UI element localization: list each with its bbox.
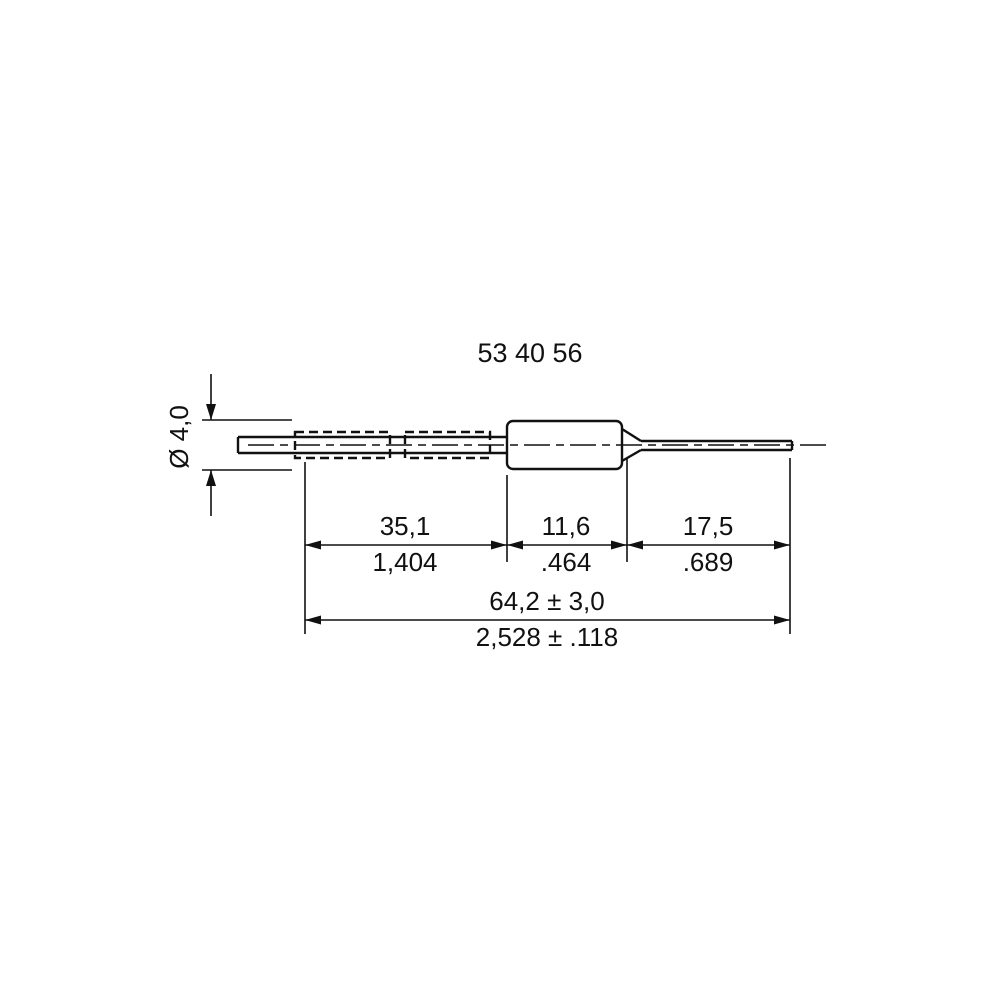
dim-right-lead-mm: 17,5 bbox=[683, 511, 734, 541]
arrowhead-left-lead-right bbox=[491, 540, 507, 550]
dim-body-mm: 11,6 bbox=[542, 511, 591, 541]
arrowhead-overall-right bbox=[774, 615, 790, 625]
body-taper-bottom bbox=[621, 448, 642, 463]
dim-overall-mm: 64,2 ± 3,0 bbox=[489, 586, 604, 616]
sleeve-section-2 bbox=[403, 430, 492, 460]
diameter-arrowhead-up bbox=[206, 470, 216, 486]
diameter-arrowhead-down bbox=[206, 404, 216, 420]
dim-right-lead-inch: .689 bbox=[683, 547, 734, 577]
dim-overall-inch: 2,528 ± .118 bbox=[476, 622, 618, 652]
diameter-label: Ø 4,0 bbox=[164, 405, 194, 469]
arrowhead-right-lead-right bbox=[774, 540, 790, 550]
sleeve-section-1 bbox=[293, 430, 392, 460]
arrowhead-body-left bbox=[507, 540, 523, 550]
arrowhead-right-lead-left bbox=[627, 540, 643, 550]
part-number-title: 53 40 56 bbox=[477, 338, 582, 368]
arrowhead-left-lead-left bbox=[305, 540, 321, 550]
dim-left-lead-inch: 1,404 bbox=[372, 547, 437, 577]
body-taper-top bbox=[621, 427, 642, 443]
fuse-body bbox=[505, 419, 624, 471]
arrowhead-body-right bbox=[611, 540, 627, 550]
dim-left-lead-mm: 35,1 bbox=[380, 511, 431, 541]
dim-body-inch: .464 bbox=[541, 547, 592, 577]
arrowhead-overall-left bbox=[305, 615, 321, 625]
